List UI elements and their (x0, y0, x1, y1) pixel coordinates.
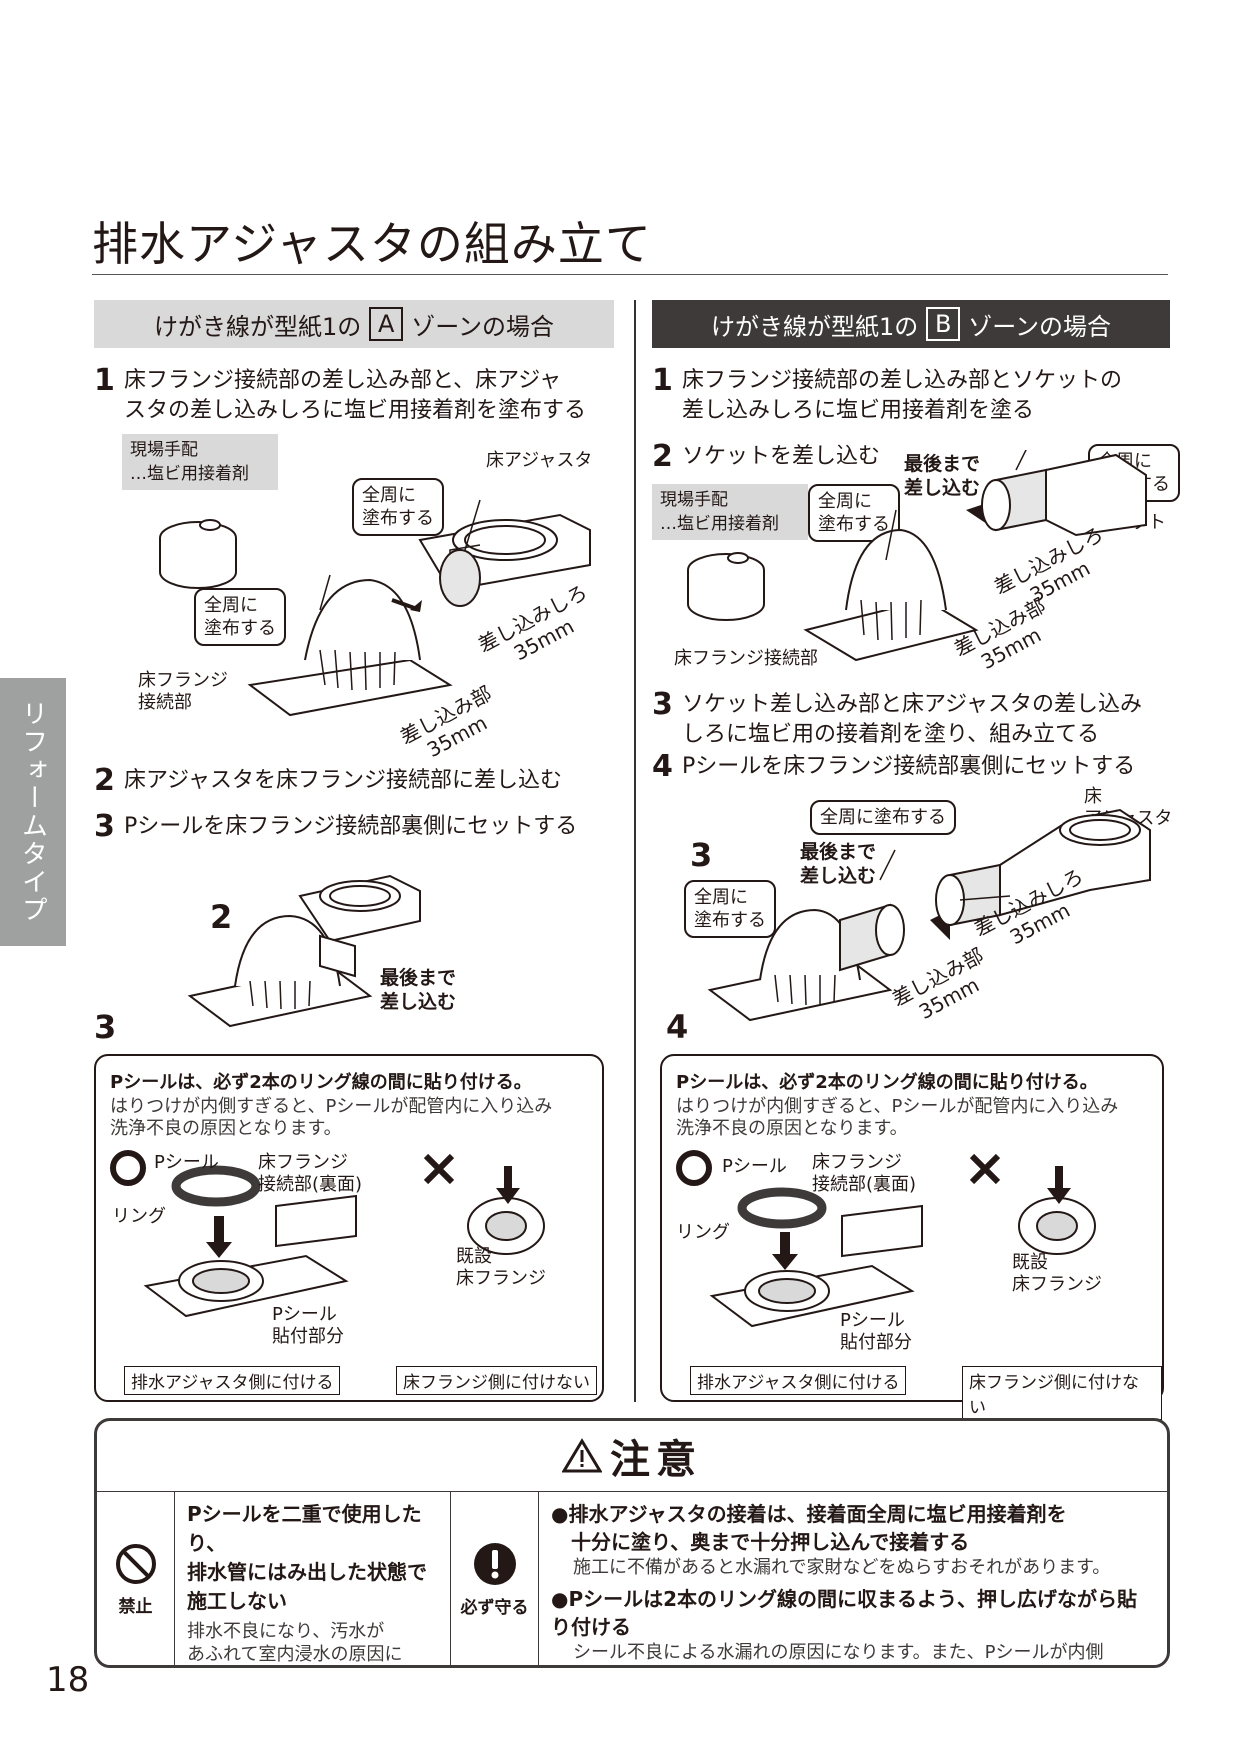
label-flange: 床フランジ 接続部 (138, 670, 228, 713)
label-adjuster: 床アジャスタ (486, 450, 593, 471)
pseal-label-right: Pシール (722, 1156, 787, 1177)
fig-number-4-right: 4 (666, 1008, 689, 1046)
left-step-1: 1 床フランジ接続部の差し込み部と、床アジャ スタの差し込みしろに塩ビ用接着剤を… (94, 366, 624, 426)
push-label-right: 最後まで 差し込む (904, 453, 981, 499)
callout-coat-1: 全周に 塗布する (352, 478, 444, 536)
zone-a-header-pre: けがき線が型紙1の (153, 312, 362, 341)
step-text: 床アジャスタを床フランジ接続部に差し込む (124, 768, 563, 793)
prohibit-main: Pシールを二重で使用したり、 排水管にはみ出した状態で 施工しない (187, 1502, 427, 1613)
label-flange-right: 床フランジ接続部 (674, 648, 818, 669)
step-text: ソケット差し込み部と床アジャスタの差し込み しろに塩ビ用の接着剤を塗り、組み立て… (682, 692, 1143, 747)
page-number: 18 (46, 1660, 90, 1700)
onsite-note-right: 現場手配 …塩ビ用接着剤 (652, 484, 808, 540)
existing-flange-label: 既設 床フランジ (456, 1246, 546, 1289)
page-title: 排水アジャスタの組み立て (92, 217, 652, 271)
tag-ok: 排水アジャスタ側に付ける (124, 1366, 341, 1395)
zone-b-header-post: ゾーンの場合 (968, 312, 1112, 341)
pseal-heading: Pシールは、必ず2本のリング線の間に貼り付ける。 (110, 1072, 532, 1093)
push-label: 最後まで 差し込む (380, 967, 457, 1013)
callout-coat-all: 全周に塗布する (810, 800, 956, 835)
caution-title: 注意 (610, 1437, 702, 1483)
pseal-figure (110, 1150, 545, 1318)
step-text: Pシールを床フランジ接続部裏側にセットする (682, 754, 1136, 779)
prohibit-text: Pシールを二重で使用したり、 排水管にはみ出した状態で 施工しない 排水不良にな… (175, 1492, 451, 1665)
tag-ok-right: 排水アジャスタ側に付ける (690, 1366, 907, 1395)
must-cell: 必ず守る (451, 1492, 539, 1665)
pseal-note: はりつけが内側すぎると、Pシールが配管内に入り込み 洗浄不良の原因となります。 (110, 1096, 553, 1139)
onsite-note: 現場手配 …塩ビ用接着剤 (122, 434, 278, 490)
left-step-3: 3 Pシールを床フランジ接続部裏側にセットする (94, 812, 624, 842)
zone-a-box: A (369, 307, 404, 341)
zone-b-header-pre: けがき線が型紙1の (710, 312, 919, 341)
zone-b-header: けがき線が型紙1の B ゾーンの場合 (652, 300, 1170, 348)
fig-number-3: 3 (94, 1008, 117, 1046)
left-figure-1 (159, 499, 591, 717)
prohibit-icon (115, 1543, 156, 1584)
tag-ng-right: 床フランジ側に付けない (962, 1366, 1162, 1420)
must-text: ●排水アジャスタの接着は、接着面全周に塩ビ用接着剤を 十分に塗り、奥まで十分押し… (539, 1492, 1167, 1665)
title-rule (92, 274, 1168, 275)
ok-circle-icon (676, 1150, 712, 1186)
step-number: 3 (652, 687, 673, 722)
pseal-note-right: はりつけが内側すぎると、Pシールが配管内に入り込み 洗浄不良の原因となります。 (676, 1096, 1119, 1139)
mandatory-icon (473, 1542, 516, 1585)
step-number: 2 (652, 439, 673, 474)
ok-circle-icon (110, 1150, 146, 1186)
must1-main: ●排水アジャスタの接着は、接着面全周に塩ビ用接着剤を 十分に塗り、奥まで十分押し… (551, 1502, 1067, 1554)
must2-main: ●Pシールは2本のリング線の間に収まるよう、押し広げながら貼り付ける (551, 1587, 1138, 1639)
side-tab: リフォームタイプ (0, 678, 66, 946)
prohibit-cell: 禁止 (97, 1492, 175, 1665)
existing-flange-label-right: 既設 床フランジ (1012, 1252, 1102, 1295)
pseal-figure-right (676, 1150, 1096, 1328)
ng-cross-icon (969, 1153, 1001, 1185)
callout-coat-3: 全周に 塗布する (684, 880, 776, 938)
zone-a-header-post: ゾーンの場合 (411, 312, 555, 341)
zone-a-header: けがき線が型紙1の A ゾーンの場合 (94, 300, 614, 348)
fig-number-2: 2 (210, 898, 233, 936)
tag-ng: 床フランジ側に付けない (396, 1366, 597, 1395)
step-text: 床フランジ接続部の差し込み部とソケットの 差し込みしろに塩ビ用接着剤を塗る (682, 368, 1123, 423)
step-number: 3 (94, 809, 115, 844)
step-text: Pシールを床フランジ接続部裏側にセットする (124, 814, 578, 839)
callout-coat-2: 全周に 塗布する (194, 588, 286, 646)
flange-back-label: 床フランジ 接続部(裏面) (258, 1152, 363, 1195)
right-step-3: 3 ソケット差し込み部と床アジャスタの差し込み しろに塩ビ用の接着剤を塗り、組み… (652, 690, 1172, 750)
pseal-box-right: Pシールは、必ず2本のリング線の間に貼り付ける。 はりつけが内側すぎると、Pシー… (660, 1054, 1164, 1420)
right-step-1: 1 床フランジ接続部の差し込み部とソケットの 差し込みしろに塩ビ用接着剤を塗る (652, 366, 1172, 426)
step-number: 2 (94, 763, 115, 798)
prohibit-sub: 排水不良になり、汚水が あふれて室内浸水の原因に なります。 (187, 1621, 403, 1665)
attach-part-label-right: Pシール 貼付部分 (840, 1310, 912, 1353)
caution-box: 注意 禁止 Pシールを二重で使用したり、 排水管にはみ出した状態で 施工しない … (94, 1418, 1170, 1668)
must1-sub: 施工に不備があると水漏れで家財などをぬらすおそれがあります。 (573, 1557, 1111, 1578)
must2-sub: シール不良による水漏れの原因になります。また、Pシールが内側 すぎると、Pシール… (573, 1642, 1104, 1663)
right-step-4: 4 Pシールを床フランジ接続部裏側にセットする (652, 752, 1172, 782)
right-figure-2 (707, 808, 1151, 1022)
step-text: ソケットを差し込む (682, 444, 881, 469)
column-divider (634, 300, 636, 1402)
right-step-2: 2 ソケットを差し込む (652, 442, 892, 472)
ring-label-right: リング (676, 1222, 730, 1243)
ring-label: リング (112, 1206, 166, 1227)
left-figure-2 (187, 874, 421, 1028)
zone-b-box: B (926, 307, 961, 341)
ng-cross-icon (423, 1153, 455, 1185)
push-label-right-2: 最後まで 差し込む (800, 841, 877, 887)
step-number: 1 (652, 363, 673, 398)
must-caption: 必ず守る (460, 1597, 529, 1618)
pseal-box-left: Pシールは、必ず2本のリング線の間に貼り付ける。 はりつけが内側すぎると、Pシー… (94, 1054, 604, 1402)
right-figure-1 (687, 450, 1147, 662)
pseal-label: Pシール (154, 1152, 219, 1173)
attach-part-label: Pシール 貼付部分 (272, 1304, 344, 1347)
pseal-heading-right: Pシールは、必ず2本のリング線の間に貼り付ける。 (676, 1072, 1098, 1093)
caution-header: 注意 (97, 1421, 1167, 1492)
warning-triangle-icon (562, 1438, 602, 1473)
caution-body: 禁止 Pシールを二重で使用したり、 排水管にはみ出した状態で 施工しない 排水不… (97, 1492, 1167, 1665)
prohibit-caption: 禁止 (118, 1596, 153, 1617)
step-number: 1 (94, 363, 115, 398)
left-step-2: 2 床アジャスタを床フランジ接続部に差し込む (94, 766, 624, 796)
step-text: 床フランジ接続部の差し込み部と、床アジャ スタの差し込みしろに塩ビ用接着剤を塗布… (124, 368, 587, 423)
step-number: 4 (652, 749, 673, 784)
flange-back-label-right: 床フランジ 接続部(裏面) (812, 1152, 917, 1195)
fig-number-3-right: 3 (690, 836, 713, 874)
